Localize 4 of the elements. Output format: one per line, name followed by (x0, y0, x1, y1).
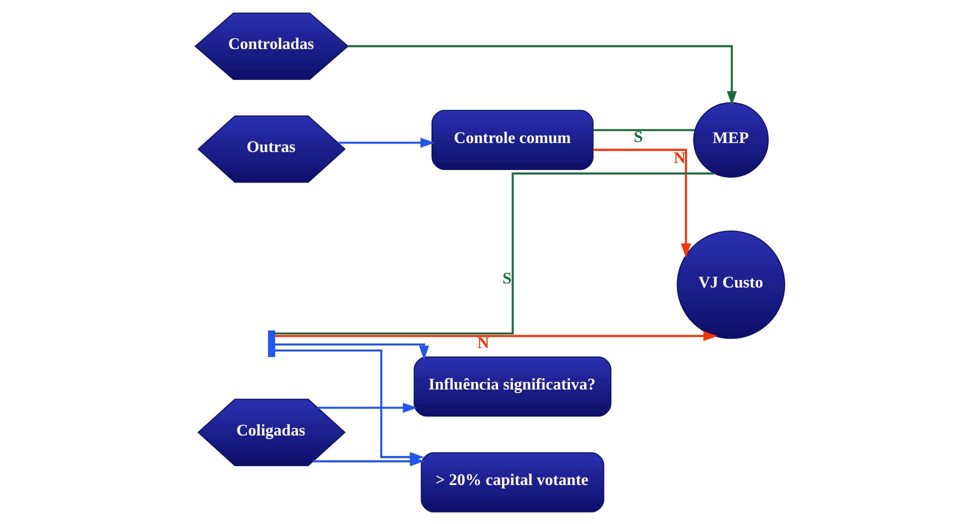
edge-label: N (476, 332, 489, 352)
edge-label: S (633, 126, 642, 146)
edge-label: S (502, 268, 512, 288)
edge-label: N (673, 147, 686, 166)
